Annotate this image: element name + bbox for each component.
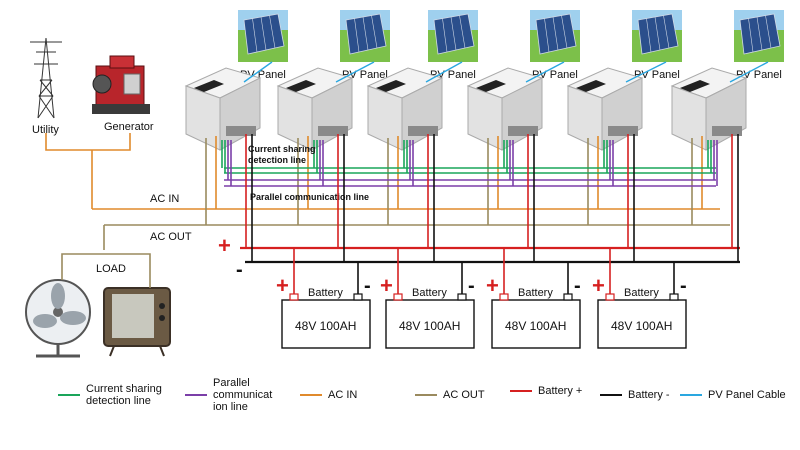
battery-icon: Battery 48V 100AH + - [380, 248, 475, 349]
legend-swatch [510, 390, 532, 392]
ac-out-drops [205, 138, 693, 225]
battery-plus-sign: + [592, 273, 605, 298]
pv-panel-cable [243, 61, 273, 83]
battery-plus-sign: + [276, 273, 289, 298]
inverter-icon [184, 61, 273, 151]
battery-icon: Battery 48V 100AH + - [486, 248, 581, 349]
inverter-icon [366, 61, 463, 151]
battery-word-label: Battery [518, 287, 553, 299]
legend-label: Battery - [628, 389, 670, 401]
battery-icon: Battery 48V 100AH + - [276, 248, 371, 349]
legend-label: Battery + [538, 385, 583, 397]
pv-panel-label: PV Panel [342, 69, 388, 81]
parallel-comm-label: Parallel communication line [250, 192, 369, 202]
bus-minus-sign: - [236, 259, 243, 281]
legend-item: PV Panel Cable [680, 389, 786, 401]
battery-rating-label: 48V 100AH [399, 319, 460, 333]
legend-swatch [415, 394, 437, 396]
pv-panel-cable [625, 61, 667, 83]
ac-in-label: AC IN [150, 193, 179, 205]
ac-out-wiring [61, 224, 730, 288]
legend-swatch [300, 394, 322, 396]
pv-panel-cable [425, 61, 463, 83]
ac-out-label: AC OUT [150, 231, 192, 243]
legend-item: AC IN [300, 389, 357, 401]
pv-panel-icon: PV Panel [632, 10, 682, 81]
battery-word-label: Battery [624, 287, 659, 299]
inverter-icon [466, 61, 565, 151]
pv-panel-cable [729, 61, 769, 83]
dc-bus [240, 246, 740, 264]
utility-label: Utility [32, 124, 59, 136]
legend-swatch [600, 394, 622, 396]
inverter-icon [670, 61, 769, 151]
pv-panel-icon: PV Panel [238, 10, 288, 81]
battery-rating-label: 48V 100AH [295, 319, 356, 333]
battery-minus-sign: - [364, 275, 371, 297]
current-sharing-label: Current sharing detection line [248, 144, 318, 165]
battery-plus-sign: + [486, 273, 499, 298]
battery-word-label: Battery [412, 287, 447, 299]
legend-label: PV Panel Cable [708, 389, 786, 401]
utility-tower-icon [30, 37, 62, 119]
generator-label: Generator [104, 121, 154, 133]
battery-rating-label: 48V 100AH [611, 319, 672, 333]
pv-panel-icon: PV Panel [530, 10, 580, 81]
battery-minus-sign: - [680, 275, 687, 297]
pv-panel-label: PV Panel [736, 69, 782, 81]
pv-panel-icon: PV Panel [340, 10, 390, 81]
battery-icon: Battery 48V 100AH + - [592, 248, 687, 349]
tv-icon [103, 287, 171, 357]
legend-swatch [185, 394, 207, 396]
legend-swatch [58, 394, 80, 396]
legend-label: AC IN [328, 389, 358, 401]
inverter-icon [276, 61, 375, 151]
battery-minus-sign: - [468, 275, 475, 297]
legend-swatch [680, 394, 702, 396]
pv-panel-label: PV Panel [532, 69, 578, 81]
pv-panel-cable [525, 61, 565, 83]
legend-item: Battery - [600, 389, 670, 401]
inverters [184, 61, 769, 151]
generator-icon [92, 55, 150, 114]
inverter-icon [566, 61, 667, 151]
battery-minus-sign: - [574, 275, 581, 297]
battery-rating-label: 48V 100AH [505, 319, 566, 333]
pv-panels: PV Panel PV Panel PV Panel PV Panel PV Panel… [238, 10, 784, 81]
bus-plus-sign: + [218, 233, 231, 258]
battery-plus-sign: + [380, 273, 393, 298]
battery-word-label: Battery [308, 287, 343, 299]
pv-panel-icon: PV Panel [734, 10, 784, 81]
pv-panel-cable [335, 61, 375, 83]
fan-icon [25, 279, 91, 358]
legend-item: Battery + [510, 385, 582, 397]
legend-item: AC OUT [415, 389, 485, 401]
pv-panel-icon: PV Panel [428, 10, 478, 81]
legend-label: AC OUT [443, 389, 485, 401]
load-label: LOAD [96, 263, 126, 275]
ac-in-wiring [45, 133, 720, 210]
dc-drops [245, 134, 739, 262]
